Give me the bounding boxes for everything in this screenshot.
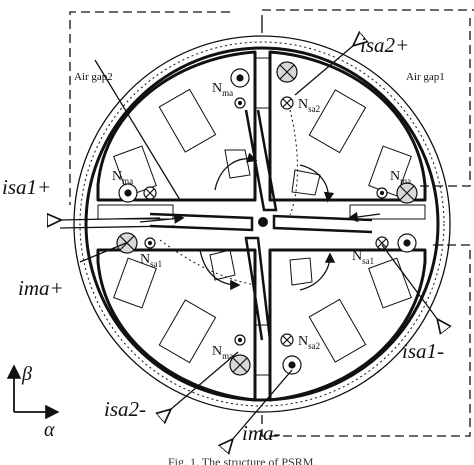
coil-label-left-sa1: Nsa1 — [140, 252, 162, 269]
terminal-ima-minus: ima- — [242, 421, 281, 445]
coil-label-top-sa2: Nsa2 — [298, 97, 320, 114]
figure-caption: Fig. 1. The structure of PSRM. — [168, 455, 316, 465]
terminal-leads — [60, 45, 438, 440]
alpha-axis-label: α — [44, 419, 55, 441]
svg-text:Nsa2: Nsa2 — [298, 334, 320, 351]
flux-arrows — [139, 152, 381, 291]
svg-text:Nsa1: Nsa1 — [352, 249, 374, 266]
terminal-isa2-minus: isa2- — [104, 397, 146, 421]
rotor-poles — [209, 149, 321, 286]
air-gap2-label: Air gap2 — [74, 71, 113, 83]
terminal-isa1-minus: isa1- — [402, 339, 444, 363]
rotor-cross — [149, 109, 373, 341]
stator-outer-rings — [73, 35, 451, 413]
svg-text:Nsa2: Nsa2 — [298, 97, 320, 114]
terminal-ima-plus: ima+ — [18, 276, 64, 300]
coil-label-right-ma: Nma — [390, 169, 411, 186]
coil-label-top-ma: Nma — [212, 81, 233, 98]
shaft-center — [258, 217, 268, 227]
svg-text:Nma: Nma — [390, 169, 411, 186]
terminal-isa2-plus: isa2+ — [360, 33, 409, 57]
stator-quadrants — [96, 50, 427, 402]
coil-slot-boxes — [97, 57, 426, 376]
svg-text:Nsa1: Nsa1 — [140, 252, 162, 269]
svg-text:Nma: Nma — [212, 81, 233, 98]
svg-text:Nma: Nma — [112, 169, 133, 186]
core-rectangles — [113, 88, 412, 364]
beta-axis-label: β — [21, 363, 32, 385]
winding-connection-frames — [69, 9, 474, 437]
flux-dotted — [159, 109, 298, 286]
svg-text:Nma: Nma — [212, 344, 233, 361]
coil-symbols — [116, 61, 418, 376]
coordinate-axes — [6, 364, 60, 420]
coil-label-left-ma: Nma — [112, 169, 133, 186]
coil-label-bottom-sa2: Nsa2 — [298, 334, 320, 351]
coil-label-bottom-ma: Nma — [212, 344, 233, 361]
air-gap1-label: Air gap1 — [406, 71, 445, 83]
terminal-isa1-plus: isa1+ — [2, 175, 51, 199]
coil-label-right-sa1: Nsa1 — [352, 249, 374, 266]
